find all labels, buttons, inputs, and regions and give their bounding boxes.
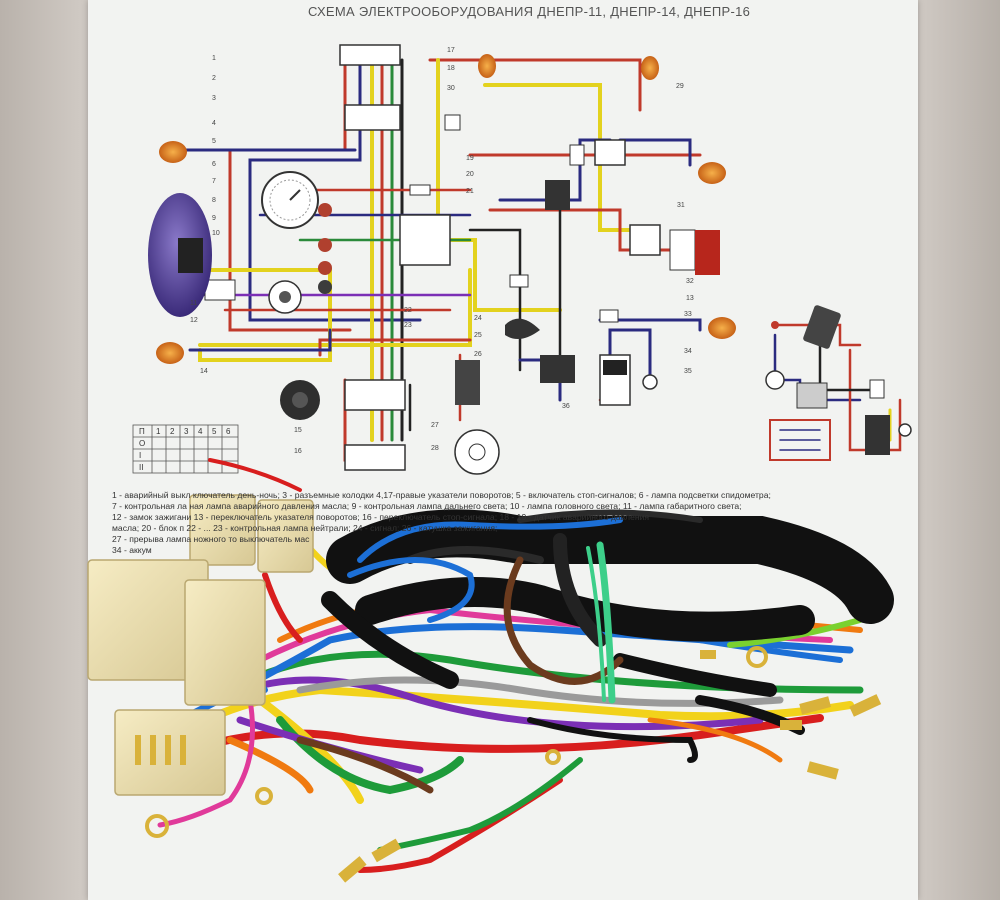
legend-line: масла; 20 - блок п 22 - ... 23 - контрол… [112, 523, 498, 533]
legend-line: 12 - замок зажигани 13 - переключатель у… [112, 512, 650, 522]
callout-number: 4 [212, 120, 216, 127]
callout-number: 32 [686, 278, 694, 285]
callout-number: 5 [212, 138, 216, 145]
callout-number: 15 [294, 427, 302, 434]
callout-number: 16 [294, 448, 302, 455]
legend-line: 27 - прерыва лампа ножного то выключател… [112, 534, 310, 544]
callout-number: 36 [562, 403, 570, 410]
callout-number: 14 [200, 368, 208, 375]
callout-number: 23 [404, 322, 412, 329]
callout-number: 13 [686, 295, 694, 302]
callout-number: 3 [212, 95, 216, 102]
callout-number: 12 [190, 317, 198, 324]
switch-table-column-label: 1 [156, 427, 161, 436]
switch-table-column-label: 5 [212, 427, 217, 436]
legend-line: 7 - контрольная ла ная лампа аварийного … [112, 501, 742, 511]
callout-number: 26 [474, 351, 482, 358]
callout-number: 19 [466, 155, 474, 162]
callout-number: 29 [676, 83, 684, 90]
callout-number: 27 [431, 422, 439, 429]
switch-table-row-label: П [139, 427, 145, 436]
diagram-callout-numbers: 1234567891011121314151617181920212223242… [190, 47, 694, 455]
callout-number: 31 [677, 202, 685, 209]
switch-table-column-label: 6 [226, 427, 231, 436]
switch-position-table [132, 424, 239, 474]
callout-number: 7 [212, 178, 216, 185]
legend-line: 1 - аварийный выкл ключатель день-ночь; … [112, 490, 771, 500]
callout-number: 1 [212, 55, 216, 62]
diagram-title: СХЕМА ЭЛЕКТРООБОРУДОВАНИЯ ДНЕПР-11, ДНЕП… [308, 4, 751, 19]
turn-signal-lamps [156, 54, 736, 364]
diagram-legend: 1 - аварийный выкл ключатель день-ночь; … [112, 490, 912, 556]
callout-number: 8 [212, 197, 216, 204]
wire-terminals [145, 646, 882, 883]
callout-number: 17 [447, 47, 455, 54]
callout-number: 25 [474, 332, 482, 339]
switch-table-row-label: II [139, 463, 143, 472]
switch-table-column-label: 3 [184, 427, 189, 436]
callout-number: 21 [466, 188, 474, 195]
callout-number: 18 [447, 65, 455, 72]
callout-number: 9 [212, 215, 216, 222]
callout-number: 6 [212, 161, 216, 168]
callout-number: 10 [212, 230, 220, 237]
connector-block-1 [189, 494, 256, 566]
switch-table-row-label: I [139, 451, 141, 460]
switch-table-column-label: 2 [170, 427, 175, 436]
legend-line: 34 - аккум [112, 545, 152, 555]
callout-number: 28 [431, 445, 439, 452]
switch-table-column-label: 4 [198, 427, 203, 436]
harness-connectors [87, 494, 314, 796]
callout-number: 35 [684, 368, 692, 375]
callout-number: 22 [404, 307, 412, 314]
switch-table-row-label: О [139, 439, 145, 448]
callout-number: 33 [684, 311, 692, 318]
callout-number: 24 [474, 315, 482, 322]
callout-number: 11 [190, 300, 197, 307]
callout-number: 30 [447, 85, 455, 92]
callout-number: 20 [466, 171, 474, 178]
callout-number: 2 [212, 75, 216, 82]
callout-number: 34 [684, 348, 692, 355]
connector-block-4 [184, 579, 266, 706]
connector-block-2 [257, 499, 314, 573]
